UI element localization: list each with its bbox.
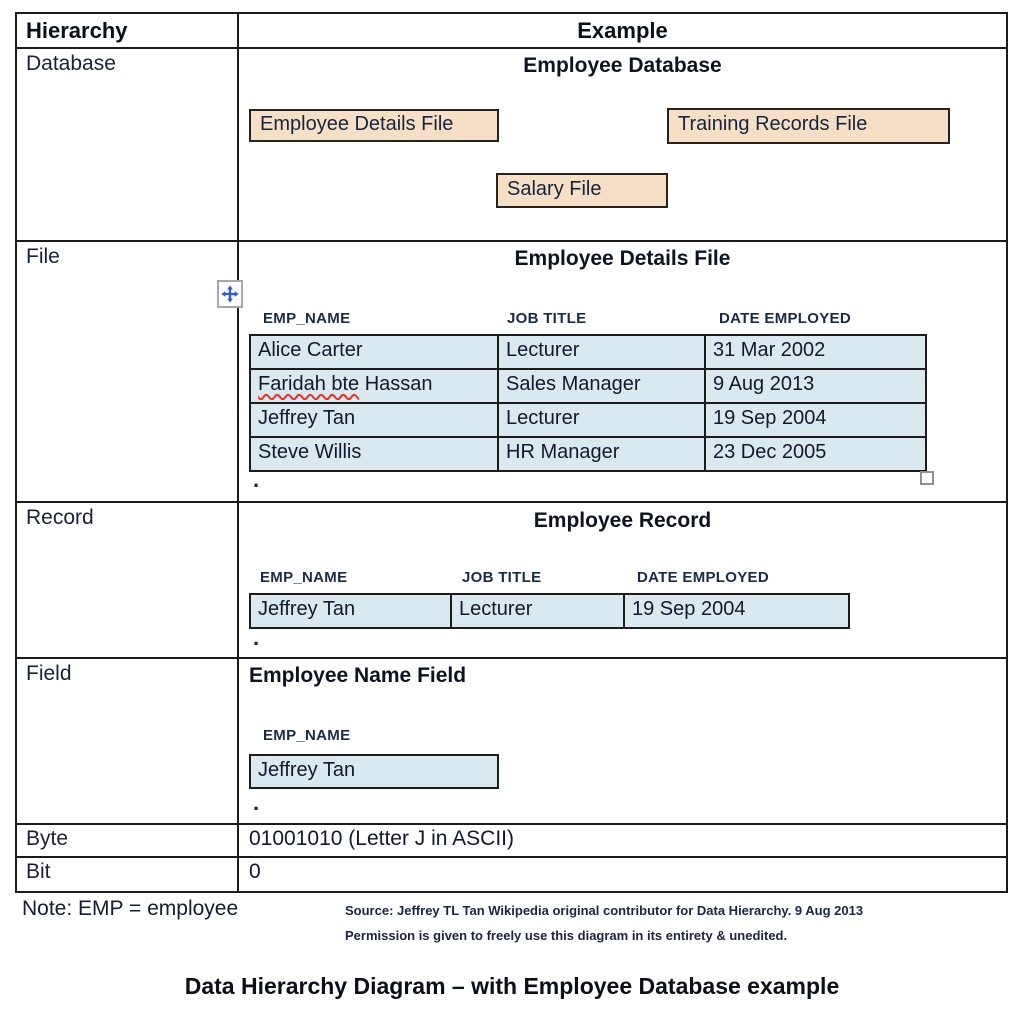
file-row: File Employee Details File EMP_NAME JOB … <box>17 241 1006 503</box>
column-label-emp-name: EMP_NAME <box>260 568 348 586</box>
table-cell: Jeffrey Tan <box>249 401 499 438</box>
column-label-emp-name: EMP_NAME <box>263 727 351 745</box>
resize-handle-icon[interactable] <box>920 471 934 485</box>
field-example-title: Employee Name Field <box>249 664 467 688</box>
employee-name-field-box: Jeffrey Tan <box>249 754 499 790</box>
example-header-cell: Example <box>239 14 1006 47</box>
table-row: Steve Willis HR Manager 23 Dec 2005 <box>249 435 927 472</box>
field-example-cell: Employee Name Field EMP_NAME Jeffrey Tan… <box>239 659 1006 823</box>
table-cell: Alice Carter <box>249 333 499 370</box>
row-label-file: File <box>17 241 239 501</box>
row-label-record: Record <box>17 502 239 658</box>
record-row: Record Employee Record EMP_NAME JOB TITL… <box>17 502 1006 660</box>
move-icon[interactable] <box>217 280 243 308</box>
byte-example-cell: 01001010 (Letter J in ASCII) <box>239 825 1006 856</box>
table-cell: Faridah bte Hassan <box>249 367 499 404</box>
bit-row: Bit 0 <box>17 858 1006 891</box>
table-row: Alice Carter Lecturer 31 Mar 2002 <box>249 333 927 370</box>
hierarchy-table: Hierarchy Example Database Employee Data… <box>15 12 1008 893</box>
row-label-bit: Bit <box>17 858 239 891</box>
column-label-job-title: JOB TITLE <box>507 309 587 327</box>
employee-details-table: Alice Carter Lecturer 31 Mar 2002 Farida… <box>249 333 927 472</box>
field-row: Field Employee Name Field EMP_NAME Jeffr… <box>17 659 1006 826</box>
byte-value: 01001010 (Letter J in ASCII) <box>249 827 514 851</box>
trailing-period: . <box>253 624 260 650</box>
bit-value: 0 <box>249 860 261 884</box>
table-row: Jeffrey Tan Lecturer 19 Sep 2004 <box>249 592 850 629</box>
file-example-cell: Employee Details File EMP_NAME JOB TITLE… <box>239 242 1006 501</box>
database-row: Database Employee Database Employee Deta… <box>17 48 1006 242</box>
employee-record-table: Jeffrey Tan Lecturer 19 Sep 2004 <box>249 592 850 629</box>
database-example-title: Employee Database <box>523 53 722 77</box>
table-cell: 23 Dec 2005 <box>704 435 927 472</box>
trailing-period: . <box>253 790 260 816</box>
row-label-field: Field <box>17 659 239 824</box>
misspelled-text: Faridah bte <box>258 373 360 396</box>
table-cell: Lecturer <box>497 333 706 370</box>
table-cell: 9 Aug 2013 <box>704 367 927 404</box>
file-box-training-records: Training Records File <box>667 107 950 144</box>
diagram-title: Data Hierarchy Diagram – with Employee D… <box>184 973 840 999</box>
table-cell: Sales Manager <box>497 367 706 404</box>
table-cell: 19 Sep 2004 <box>704 401 927 438</box>
four-way-arrow-glyph <box>221 285 239 303</box>
file-example-title: Employee Details File <box>514 246 731 270</box>
hierarchy-header-cell: Hierarchy <box>17 14 239 47</box>
file-box-salary: Salary File <box>496 172 668 208</box>
row-label-database: Database <box>17 48 239 240</box>
note-text: Note: EMP = employee <box>22 897 239 920</box>
table-cell: Steve Willis <box>249 435 499 472</box>
name-rest-text: Hassan <box>359 373 433 396</box>
column-label-date-employed: DATE EMPLOYED <box>637 568 769 586</box>
table-cell: 19 Sep 2004 <box>623 592 850 629</box>
column-label-date-employed: DATE EMPLOYED <box>719 309 851 327</box>
header-row: Hierarchy Example <box>17 14 1006 49</box>
table-cell: HR Manager <box>497 435 706 472</box>
row-label-byte: Byte <box>17 825 239 857</box>
table-cell: Lecturer <box>450 592 625 629</box>
trailing-period: . <box>253 466 260 492</box>
record-example-cell: Employee Record EMP_NAME JOB TITLE DATE … <box>239 503 1006 657</box>
table-row: Jeffrey Tan Lecturer 19 Sep 2004 <box>249 401 927 438</box>
file-box-employee-details: Employee Details File <box>249 108 499 142</box>
source-text-line2: Permission is given to freely use this d… <box>345 928 788 943</box>
column-label-job-title: JOB TITLE <box>462 568 542 586</box>
record-example-title: Employee Record <box>533 508 712 532</box>
example-header-label: Example <box>577 18 668 43</box>
byte-row: Byte 01001010 (Letter J in ASCII) <box>17 825 1006 859</box>
table-cell: Jeffrey Tan <box>249 592 452 629</box>
source-text-line1: Source: Jeffrey TL Tan Wikipedia origina… <box>345 903 864 918</box>
table-row: Faridah bte Hassan Sales Manager 9 Aug 2… <box>249 367 927 404</box>
column-label-emp-name: EMP_NAME <box>263 309 351 327</box>
database-example-cell: Employee Database Employee Details File … <box>239 49 1006 240</box>
table-cell: Lecturer <box>497 401 706 438</box>
bit-example-cell: 0 <box>239 858 1006 891</box>
table-cell: 31 Mar 2002 <box>704 333 927 370</box>
